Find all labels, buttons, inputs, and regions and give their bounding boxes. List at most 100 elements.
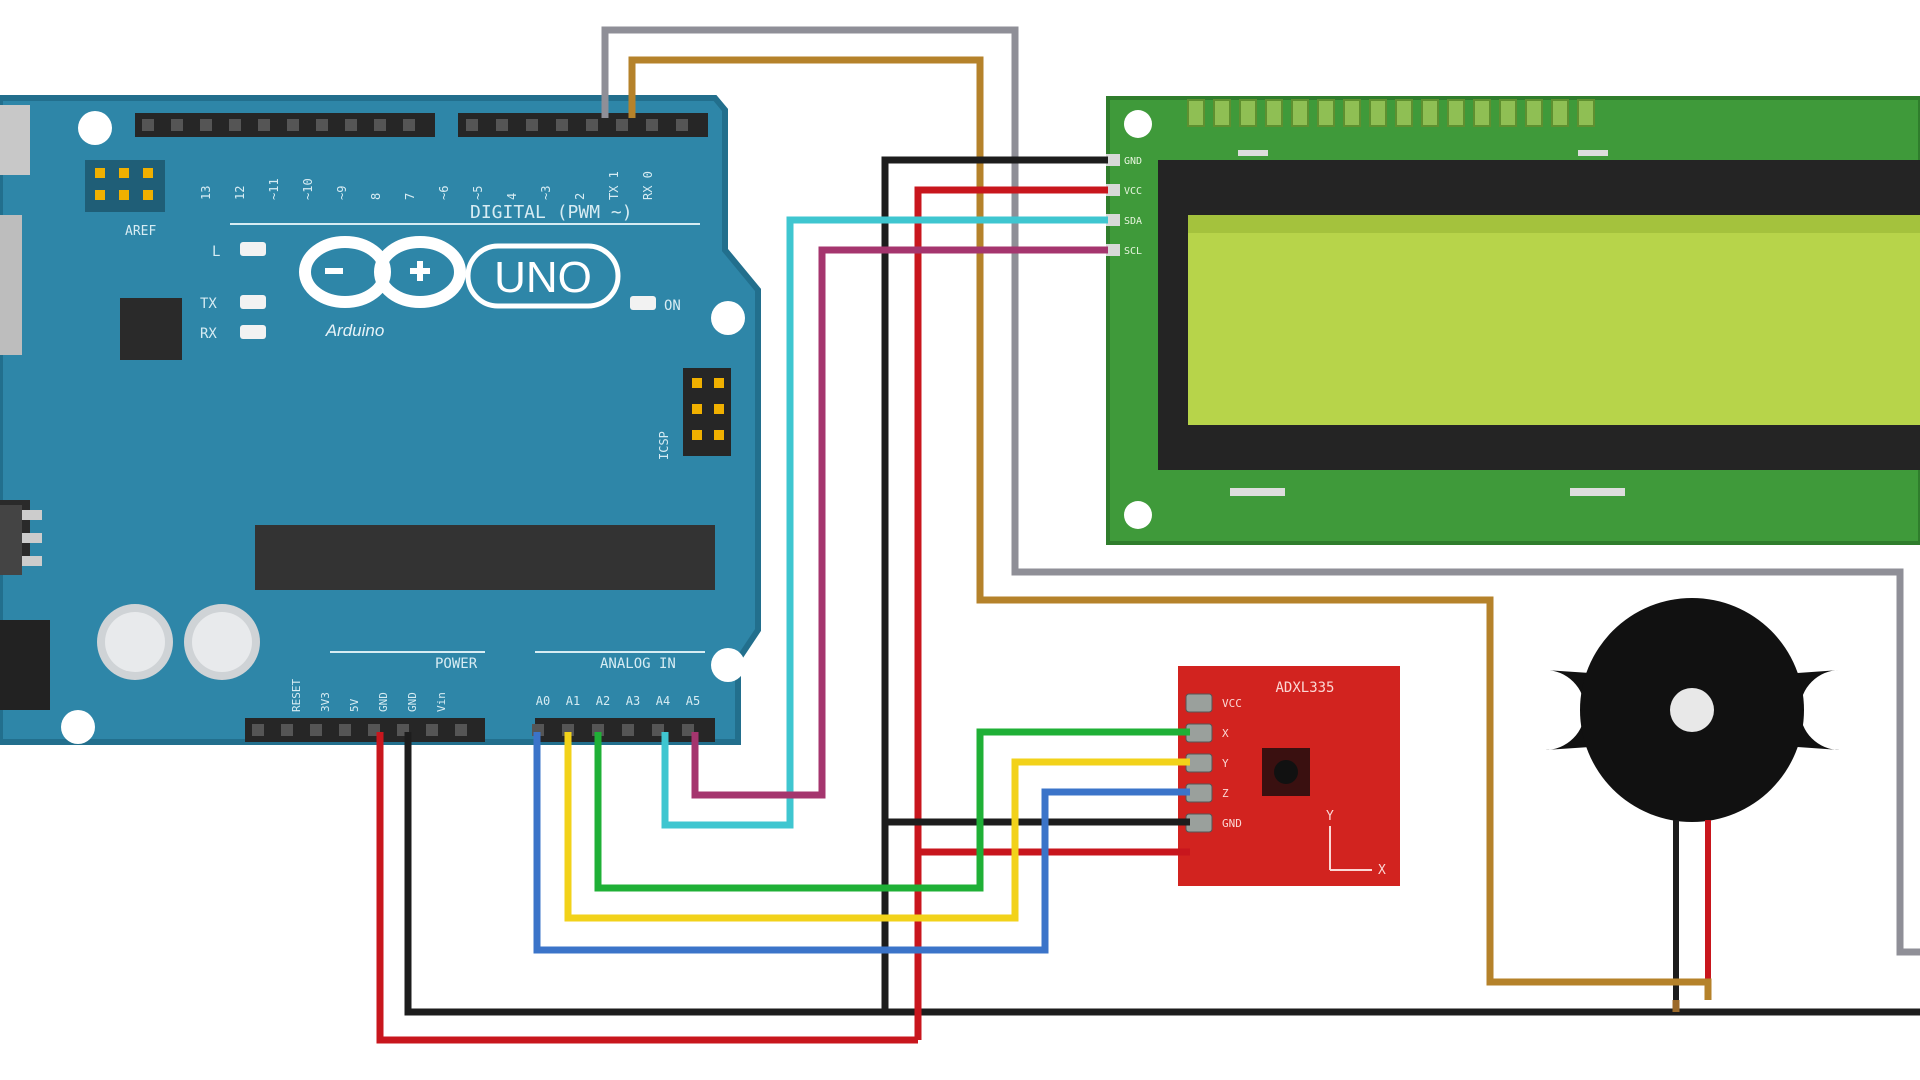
power-pin-label: GND [406,692,419,712]
digital-header-caption: DIGITAL (PWM ~) [470,202,633,223]
power-pin-label: Vin [435,692,448,712]
header-pin [466,119,478,131]
power-caption: POWER [435,656,478,672]
lcd-pin [1291,99,1309,127]
digital-pin-label: ~5 [471,186,485,200]
wire-yellow [564,732,1190,922]
icsp-header-top [85,160,165,212]
lcd-i2c-pin [1106,184,1120,196]
lcd-i2c-pin [1106,214,1120,226]
digital-pin-label: ~3 [539,186,553,200]
aref-label: AREF [125,224,156,239]
header-pin [339,724,351,736]
lcd-pin [1499,99,1517,127]
header-pin [258,119,270,131]
header-pin [496,119,508,131]
icsp-pin [119,168,129,178]
header-pin [646,119,658,131]
led-label-rx: RX [200,326,217,342]
icsp-pin [714,378,724,388]
sensor-pin-label: Y [1222,757,1229,770]
digital-pin-label: ~6 [437,186,451,200]
sensor-pin-label: VCC [1222,697,1242,710]
icsp-pin [143,190,153,200]
icsp-pin [119,190,129,200]
icsp-pin [714,404,724,414]
lcd-pin [1187,99,1205,127]
analog-pin-label: A3 [626,694,640,708]
lcd-pin [1395,99,1413,127]
header-pin [374,119,386,131]
lcd-i2c-label: VCC [1124,186,1142,197]
wires [376,26,1920,1044]
header-pin [310,724,322,736]
uno-label: UNO [494,253,592,302]
led-label-l: L [212,244,220,260]
lcd-i2c-label: GND [1124,156,1142,167]
usb-connector [0,105,30,175]
lcd-i2c-pin [1106,154,1120,166]
digital-pin-label: ~9 [335,186,349,200]
arduino-maker-label: Arduino [325,321,385,340]
analog-pin-label: A1 [566,694,580,708]
icsp-pin [692,378,702,388]
led-label-tx: TX [200,296,217,312]
power-pin-label: RESET [290,679,303,712]
header-pin [345,119,357,131]
header-pin [676,119,688,131]
lcd-pin [1239,99,1257,127]
lcd-pin [1343,99,1361,127]
header-pin [616,119,628,131]
sensor-pin-label: GND [1222,817,1242,830]
lcd-pin [1265,99,1283,127]
header-pin [652,724,664,736]
sensor-axis-y: Y [1326,809,1334,824]
header-pin [526,119,538,131]
analog-pin-label: A4 [656,694,670,708]
usb-chip [120,298,182,360]
header-pin [586,119,598,131]
icsp-label: ICSP [657,431,671,460]
buzzer-hole [1670,688,1714,732]
sensor-title: ADXL335 [1275,680,1334,696]
header-pin [142,119,154,131]
analog-caption: ANALOG IN [600,656,676,672]
header-pin [426,724,438,736]
digital-pin-label: 12 [233,186,247,200]
lcd-pin [1369,99,1387,127]
digital-header-right [458,113,708,137]
icsp-pin [143,168,153,178]
lcd-i2c-pin [1106,244,1120,256]
lcd-i2c-label: SCL [1124,246,1142,257]
power-pin-label: 5V [348,698,361,712]
lcd-top-pins [1187,99,1595,127]
wire-purple [691,246,1108,799]
led-label-on: ON [664,298,681,314]
wire-gray [601,26,1920,956]
header-pin [171,119,183,131]
lcd-mounting-hole [1124,110,1152,138]
sensor-axis-x: X [1378,863,1386,878]
digital-header-pins [142,119,688,131]
sensor-pin-label: Z [1222,787,1229,800]
reset-button[interactable] [0,505,22,575]
wire-red-power [376,732,918,1044]
digital-pin-label: 8 [369,193,383,200]
atmega-chip [255,525,715,590]
header-pin [229,119,241,131]
arduino-logo-icon: UNO Arduino [299,236,621,340]
lcd-pin [1551,99,1569,127]
header-pin [455,724,467,736]
header-pin [281,724,293,736]
icsp-pin [95,190,105,200]
mounting-hole [711,648,745,682]
icsp-pin [714,430,724,440]
power-pin-label: 3V3 [319,692,332,712]
analog-pin-label: A0 [536,694,550,708]
